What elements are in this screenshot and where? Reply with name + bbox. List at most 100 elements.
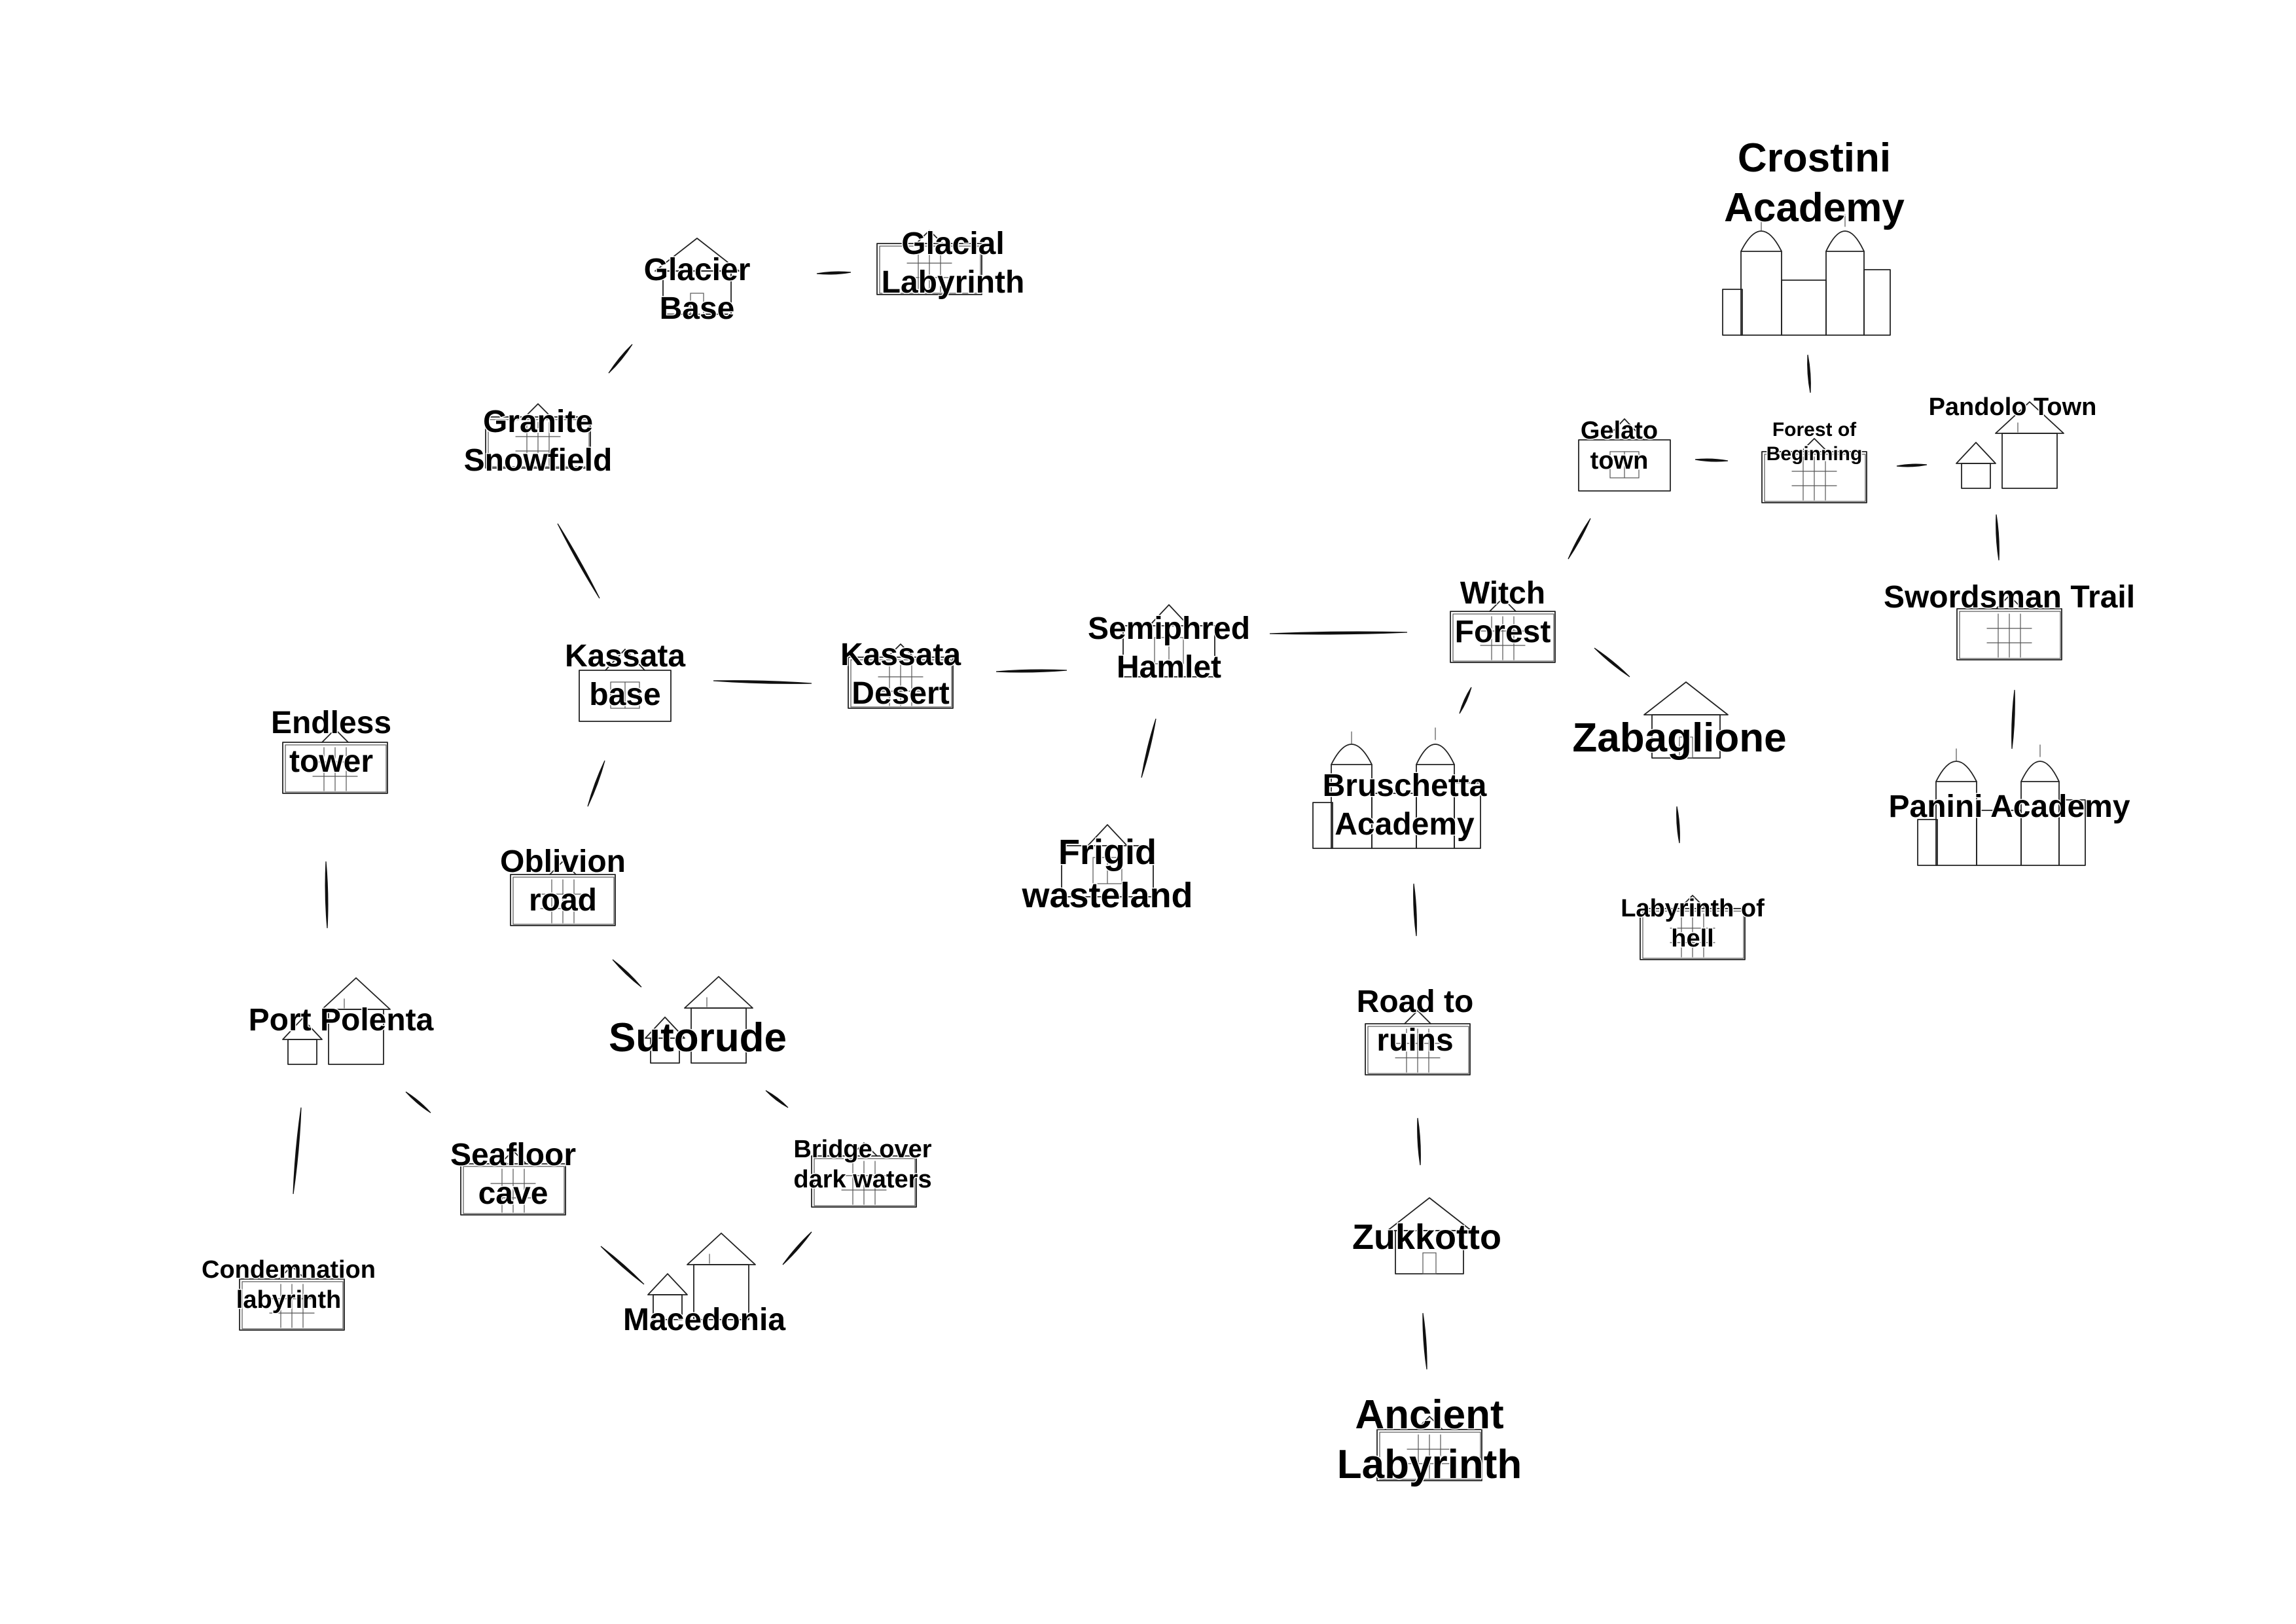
route-seafloor-cave-to-macedonia [600,1246,645,1285]
route-kassata-base-to-oblivion-road [587,760,605,807]
place-label-line: Macedonia [623,1303,785,1337]
labyrinth-icon [1450,598,1556,663]
place-label-line: Seafloor [450,1138,576,1172]
place-label-port-polenta[interactable]: Port Polenta [247,1002,435,1039]
route-witch-forest-to-zabaglione [1594,647,1630,677]
labyrinth-icon [876,230,982,295]
place-label-sutorude[interactable]: Sutorude [607,1015,787,1062]
place-label-pandolo-town[interactable]: Pandolo Town [1928,393,2098,422]
place-label-line: Condemnation [202,1256,376,1284]
route-semiphred-hamlet-to-witch-forest [1269,631,1408,635]
place-label-swordsman-trail[interactable]: Swordsman Trail [1882,579,2136,616]
route-gelato-town-to-forest-of-beginning [1695,458,1729,462]
labyrinth-icon [460,1150,566,1216]
route-sutorude-to-bridge-over-dark-waters [765,1090,789,1108]
town-icon [1122,604,1215,677]
route-witch-forest-to-gelato-town [1568,518,1591,560]
place-label-line: Granite [483,405,593,439]
labyrinth-icon [811,1142,917,1208]
route-witch-forest-to-bruschetta-academy [1459,687,1472,714]
place-label-line: Panini Academy [1888,789,2130,824]
place-label-line: Gelato [1581,417,1658,444]
labyrinth-icon [282,729,388,794]
labyrinth-icon [239,1265,345,1331]
place-label-zukkotto[interactable]: Zukkotto [1352,1217,1503,1258]
place-label-line: Endless [271,706,391,740]
place-label-line: Base [660,291,735,326]
house-pair-icon [647,1233,756,1320]
place-label-line: Hamlet [1117,650,1221,685]
town-icon [1578,418,1671,492]
place-label-line: Sutorude [609,1015,787,1060]
place-label-line: Zabaglione [1572,715,1786,761]
route-swordsman-trail-to-panini-academy [2011,689,2015,749]
place-label-line: Ancient [1355,1392,1503,1437]
route-port-polenta-to-condemnation-labyrinth [293,1107,302,1195]
route-endless-tower-to-port-polenta [325,861,329,929]
route-oblivion-road-to-sutorude [612,959,642,988]
route-zabaglione-to-labyrinth-of-hell [1676,806,1680,844]
place-label-line: Snowfield [464,443,613,478]
place-label-line: Kassata [840,638,961,672]
place-label-line: labyrinth [236,1286,341,1314]
place-label-line: wasteland [1021,876,1193,915]
place-label-line: hell [1671,925,1713,952]
town-icon [579,649,672,722]
place-label-line: Bridge over [793,1136,931,1163]
place-label-line: Zukkotto [1352,1218,1501,1257]
place-label-line: tower [289,744,373,779]
academy-icon [1722,214,1891,336]
academy-icon [1312,727,1481,849]
place-label-line: Swordsman Trail [1884,580,2135,615]
place-label-line: ruins [1376,1023,1453,1058]
place-label-macedonia[interactable]: Macedonia [622,1302,786,1339]
place-label-line: Port Polenta [249,1003,434,1038]
place-label-line: road [529,883,597,918]
house-icon [1643,681,1729,759]
place-label-line: Labyrinth [882,265,1025,300]
route-road-to-ruins-to-zukkotto [1417,1117,1421,1166]
place-label-line: Forest [1455,615,1551,649]
place-label-line: Pandolo Town [1929,393,2097,421]
labyrinth-icon [485,403,591,469]
route-port-polenta-to-seafloor-cave [405,1091,431,1113]
place-label-endless-tower[interactable]: Endless tower [270,705,392,780]
place-label-line: Kassata [565,639,685,674]
place-label-line: Bruschetta [1323,768,1487,803]
place-label-line: Semiphred [1088,611,1250,646]
place-label-line: Desert [852,676,949,711]
route-granite-snowfield-to-kassata-base [557,523,600,599]
route-zukkotto-to-ancient-labyrinth [1422,1312,1427,1370]
place-label-line: Witch [1460,576,1545,611]
labyrinth-icon [848,643,954,709]
route-glacier-base-to-glacial-labyrinth [816,271,852,275]
house-pair-icon [282,977,391,1065]
place-label-panini-academy[interactable]: Panini Academy [1888,789,2131,825]
place-label-zabaglione[interactable]: Zabaglione [1571,715,1787,762]
route-semiphred-hamlet-to-frigid-wasteland [1141,718,1157,778]
academy-icon [1917,744,2086,866]
labyrinth-icon [1640,895,1746,960]
place-label-line: Beginning [1767,443,1863,465]
route-forest-of-beginning-to-pandolo-town [1896,463,1928,467]
